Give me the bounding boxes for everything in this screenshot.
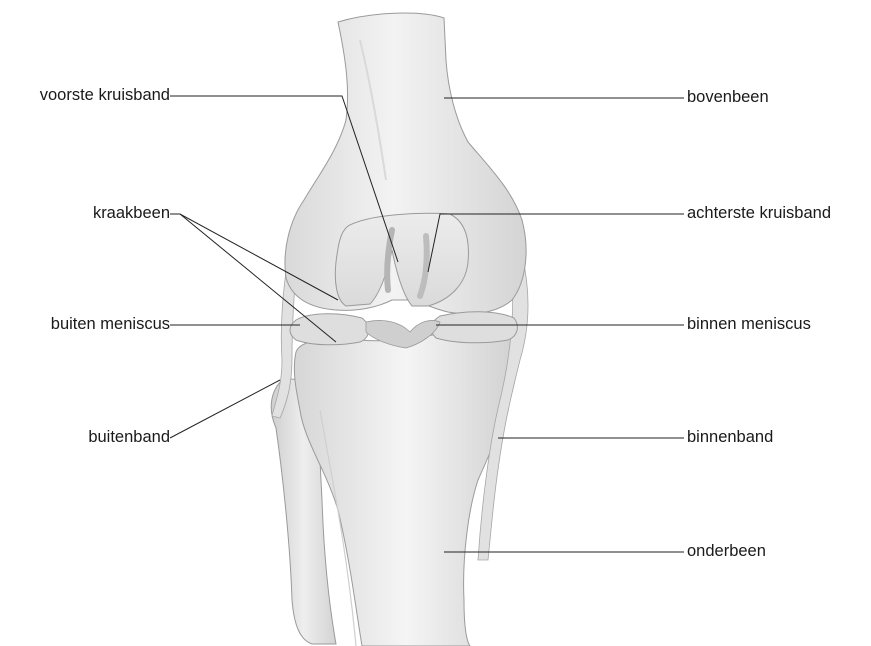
label-kraakbeen: kraakbeen (93, 204, 170, 222)
label-binnenband: binnenband (687, 428, 773, 446)
label-achterste-kruisband: achterste kruisband (687, 204, 831, 222)
label-buitenband: buitenband (88, 428, 170, 446)
lateral-meniscus-shape (290, 314, 369, 345)
leader-buitenband (170, 380, 280, 438)
label-voorste-kruisband: voorste kruisband (40, 86, 170, 104)
label-onderbeen: onderbeen (687, 542, 766, 560)
medial-meniscus-shape (431, 312, 517, 343)
label-buiten-meniscus: buiten meniscus (51, 315, 170, 333)
label-binnen-meniscus: binnen meniscus (687, 315, 811, 333)
label-bovenbeen: bovenbeen (687, 88, 769, 106)
